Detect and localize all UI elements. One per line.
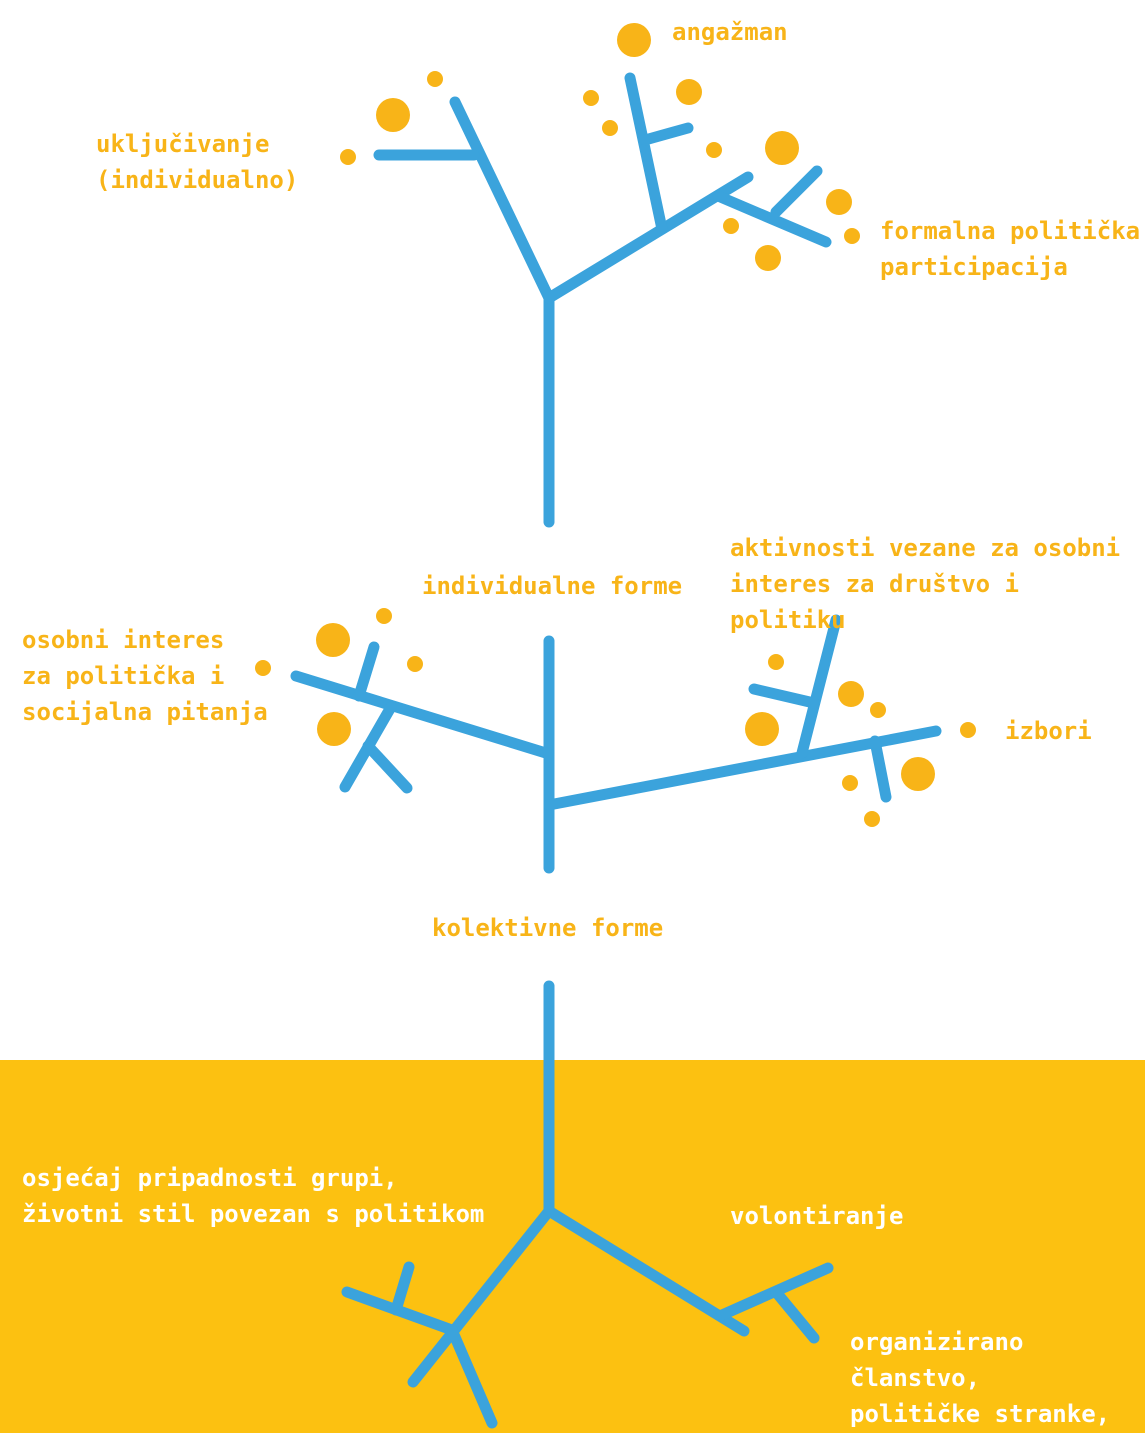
tree-roots bbox=[341, 980, 834, 1429]
dot bbox=[376, 608, 392, 624]
twig bbox=[353, 641, 380, 702]
label-izbori: izbori bbox=[1005, 717, 1092, 745]
twig bbox=[362, 740, 413, 794]
twig bbox=[712, 190, 832, 248]
dot bbox=[676, 79, 702, 105]
dot bbox=[316, 623, 350, 657]
dot bbox=[745, 712, 779, 746]
dot bbox=[255, 660, 271, 676]
twig bbox=[770, 1286, 820, 1344]
dot bbox=[602, 120, 618, 136]
twig bbox=[639, 122, 694, 146]
branch-left bbox=[407, 1205, 555, 1388]
dot bbox=[960, 722, 976, 738]
tree-collective-forms bbox=[290, 614, 942, 874]
branch-left bbox=[449, 96, 555, 304]
twig bbox=[446, 1324, 498, 1429]
dot bbox=[765, 131, 799, 165]
dot bbox=[844, 228, 860, 244]
label-organizirano-clanstvo: organizirano članstvo, političke stranke… bbox=[850, 1328, 1111, 1428]
dot bbox=[864, 811, 880, 827]
dot bbox=[768, 654, 784, 670]
dot bbox=[838, 681, 864, 707]
twig bbox=[624, 72, 668, 235]
dot bbox=[901, 757, 935, 791]
twig bbox=[770, 165, 823, 218]
dot bbox=[427, 71, 443, 87]
label-aktivnosti: aktivnosti vezane za osobni interes za d… bbox=[730, 534, 1121, 634]
dot bbox=[755, 245, 781, 271]
label-formalna-participacija: formalna politička participacija bbox=[880, 217, 1141, 281]
label-osobni-interes: osobni interes za politička i socijalna … bbox=[22, 626, 268, 726]
dot bbox=[842, 775, 858, 791]
twig bbox=[390, 1261, 415, 1316]
dot bbox=[376, 98, 410, 132]
label-individualne-forme: individualne forme bbox=[422, 572, 683, 600]
tree-individual-forms bbox=[373, 72, 832, 528]
twig bbox=[748, 683, 820, 709]
label-osjecaj-pripadnosti: osjećaj pripadnosti grupi, životni stil … bbox=[22, 1164, 485, 1228]
twig bbox=[796, 614, 842, 759]
twig bbox=[869, 735, 892, 803]
tree-individual-dots bbox=[340, 23, 860, 271]
dot bbox=[583, 90, 599, 106]
dot bbox=[340, 149, 356, 165]
label-volontiranje: volontiranje bbox=[730, 1202, 904, 1230]
tree-collective-dots bbox=[255, 608, 976, 827]
dot bbox=[706, 142, 722, 158]
dot bbox=[407, 656, 423, 672]
dot bbox=[723, 218, 739, 234]
ground-band bbox=[0, 1060, 1145, 1433]
branch-left bbox=[290, 670, 555, 760]
label-ukljucivanje: uključivanje (individualno) bbox=[96, 130, 299, 194]
dot bbox=[870, 702, 886, 718]
dot bbox=[317, 712, 351, 746]
label-kolektivne-forme: kolektivne forme bbox=[432, 914, 664, 942]
dot bbox=[826, 189, 852, 215]
branch-right bbox=[543, 1205, 750, 1337]
dot bbox=[617, 23, 651, 57]
label-angazman: angažman bbox=[672, 18, 788, 46]
